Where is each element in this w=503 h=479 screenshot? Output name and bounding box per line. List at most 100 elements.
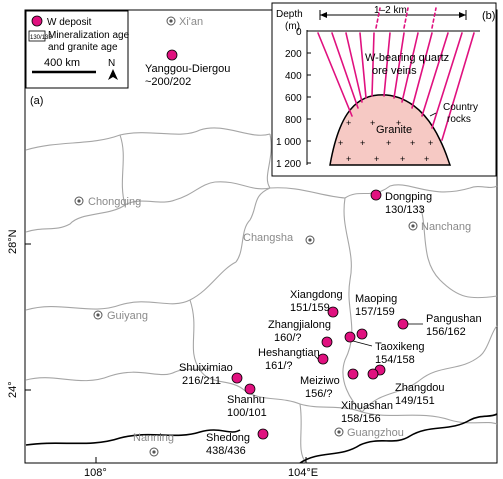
svg-text:+: + [338, 138, 343, 148]
svg-text:161/?: 161/? [265, 360, 293, 372]
svg-text:Meiziwo: Meiziwo [300, 375, 340, 387]
axes [25, 243, 307, 463]
svg-text:Xi'an: Xi'an [179, 16, 203, 28]
veins-label-2: ore veins [372, 65, 417, 77]
deposit-shuiximiao: Shuiximiao 216/211 [179, 362, 243, 387]
legend: W deposit 130/133 Mineralization age and… [25, 10, 130, 89]
depth-tick-1000: 1 000 [276, 137, 301, 148]
svg-text:Dongping: Dongping [385, 191, 432, 203]
depth-tick-200: 200 [285, 49, 302, 60]
svg-text:Zhangdou: Zhangdou [395, 382, 445, 394]
lat-label-28: 28°N [7, 229, 19, 254]
depth-tick-1200: 1 200 [276, 159, 301, 170]
deposit-symbol-icon [31, 15, 43, 27]
svg-text:Nanning: Nanning [133, 432, 174, 444]
depth-tick-400: 400 [285, 71, 302, 82]
deposit-yanggou-diergou: Yanggou-Diergou ~200/202 [145, 49, 230, 88]
svg-text:+: + [396, 118, 401, 128]
svg-text:Shanhu: Shanhu [227, 394, 265, 406]
country-label-1: Country [443, 102, 478, 113]
lon-label-104: 104°E [288, 467, 318, 479]
svg-text:Guiyang: Guiyang [107, 310, 148, 322]
city-chongqing: Chongqing [74, 196, 141, 208]
svg-text:+: + [346, 154, 351, 164]
svg-text:Maoping: Maoping [355, 293, 397, 305]
legend-age-line1: Mineralization age [48, 30, 130, 41]
city-changsha: Changsha [243, 232, 315, 245]
svg-text:Nanchang: Nanchang [421, 221, 471, 233]
granite-label: Granite [376, 124, 412, 136]
legend-deposit-label: W deposit [47, 17, 92, 28]
coastline [25, 413, 498, 464]
svg-text:158/156: 158/156 [341, 413, 381, 425]
svg-text:Xiangdong: Xiangdong [290, 289, 343, 301]
granite-body [329, 94, 452, 166]
svg-text:Xihuashan: Xihuashan [341, 400, 393, 412]
deposit-shanhu: Shanhu 100/101 [227, 383, 267, 419]
city-xian: Xi'an [166, 16, 203, 28]
depth-tick-600: 600 [285, 93, 302, 104]
ore-veins [317, 7, 475, 141]
deposit-maoping: Maoping 157/159 [355, 293, 397, 340]
svg-text:+: + [374, 154, 379, 164]
deposit-zhangjialong: Zhangjialong 160/? [268, 319, 333, 348]
svg-text:149/151: 149/151 [395, 395, 435, 407]
depth-tick-0: 0 [296, 27, 302, 38]
deposits: Yanggou-Diergou ~200/202 Dongping 130/13… [145, 49, 482, 457]
svg-text:Pangushan: Pangushan [426, 313, 482, 325]
age-box-icon [28, 30, 46, 42]
deposit-heshangtian: Heshangtian 161/? [258, 347, 329, 372]
scale-label: 400 km [44, 57, 80, 69]
svg-text:160/?: 160/? [274, 332, 302, 344]
svg-text:+: + [386, 138, 391, 148]
granite-crosses: +++ +++++ ++++ [338, 118, 433, 164]
depth-tick-800: 800 [285, 115, 302, 126]
svg-text:130/133: 130/133 [385, 204, 425, 216]
lon-label-108: 108° [84, 467, 107, 479]
svg-text:Chongqing: Chongqing [88, 196, 141, 208]
svg-text:154/158: 154/158 [375, 354, 415, 366]
deposit-xihuashan: Xihuashan 158/156 [341, 368, 393, 425]
svg-text:Heshangtian: Heshangtian [258, 347, 320, 359]
svg-text:Changsha: Changsha [243, 232, 294, 244]
cities: Xi'an Chongqing Changsha Nanchang Guiyan… [74, 16, 471, 457]
svg-text:+: + [424, 154, 429, 164]
north-arrow-icon [108, 69, 118, 80]
deposit-xiangdong: Xiangdong 151/159 [290, 289, 343, 318]
svg-text:100/101: 100/101 [227, 407, 267, 419]
svg-text:+: + [346, 118, 351, 128]
city-guiyang: Guiyang [93, 310, 148, 322]
svg-text:+: + [428, 138, 433, 148]
depth-title-1: Depth [276, 9, 303, 20]
legend-age-line2: and granite age [48, 42, 118, 53]
panel-b-label: (b) [482, 10, 495, 22]
svg-text:157/159: 157/159 [355, 306, 395, 318]
svg-text:+: + [400, 154, 405, 164]
svg-text:+: + [370, 118, 375, 128]
svg-text:216/211: 216/211 [182, 375, 221, 387]
city-guangzhou: Guangzhou [334, 427, 404, 439]
cross-section-inset: (b) Depth (m) 0 200 400 600 800 1 000 1 … [271, 2, 497, 177]
city-nanning: Nanning [133, 432, 174, 457]
svg-text:151/159: 151/159 [290, 302, 330, 314]
depth-ticks [307, 30, 311, 164]
lat-label-24: 24° [7, 381, 19, 398]
province-boundaries [25, 127, 498, 464]
width-label: 1–2 km [374, 5, 407, 16]
deposit-taoxikeng: Taoxikeng 154/158 [344, 331, 425, 366]
veins-label-1: W-bearing quartz [365, 52, 449, 64]
depth-title-2: (m) [285, 21, 300, 32]
svg-text:Guangzhou: Guangzhou [347, 427, 404, 439]
svg-text:~200/202: ~200/202 [145, 76, 191, 88]
svg-text:Shedong: Shedong [206, 432, 250, 444]
svg-text:Zhangjialong: Zhangjialong [268, 319, 331, 331]
north-label: N [108, 58, 115, 69]
deposit-shedong: Shedong 438/436 [206, 428, 269, 457]
city-nanchang: Nanchang [408, 221, 471, 233]
panel-a-label: (a) [30, 95, 43, 107]
svg-text:438/436: 438/436 [206, 445, 246, 457]
deposit-meiziwo: Meiziwo 156/? [300, 368, 359, 400]
map-frame [24, 9, 498, 464]
svg-text:Taoxikeng: Taoxikeng [375, 341, 425, 353]
